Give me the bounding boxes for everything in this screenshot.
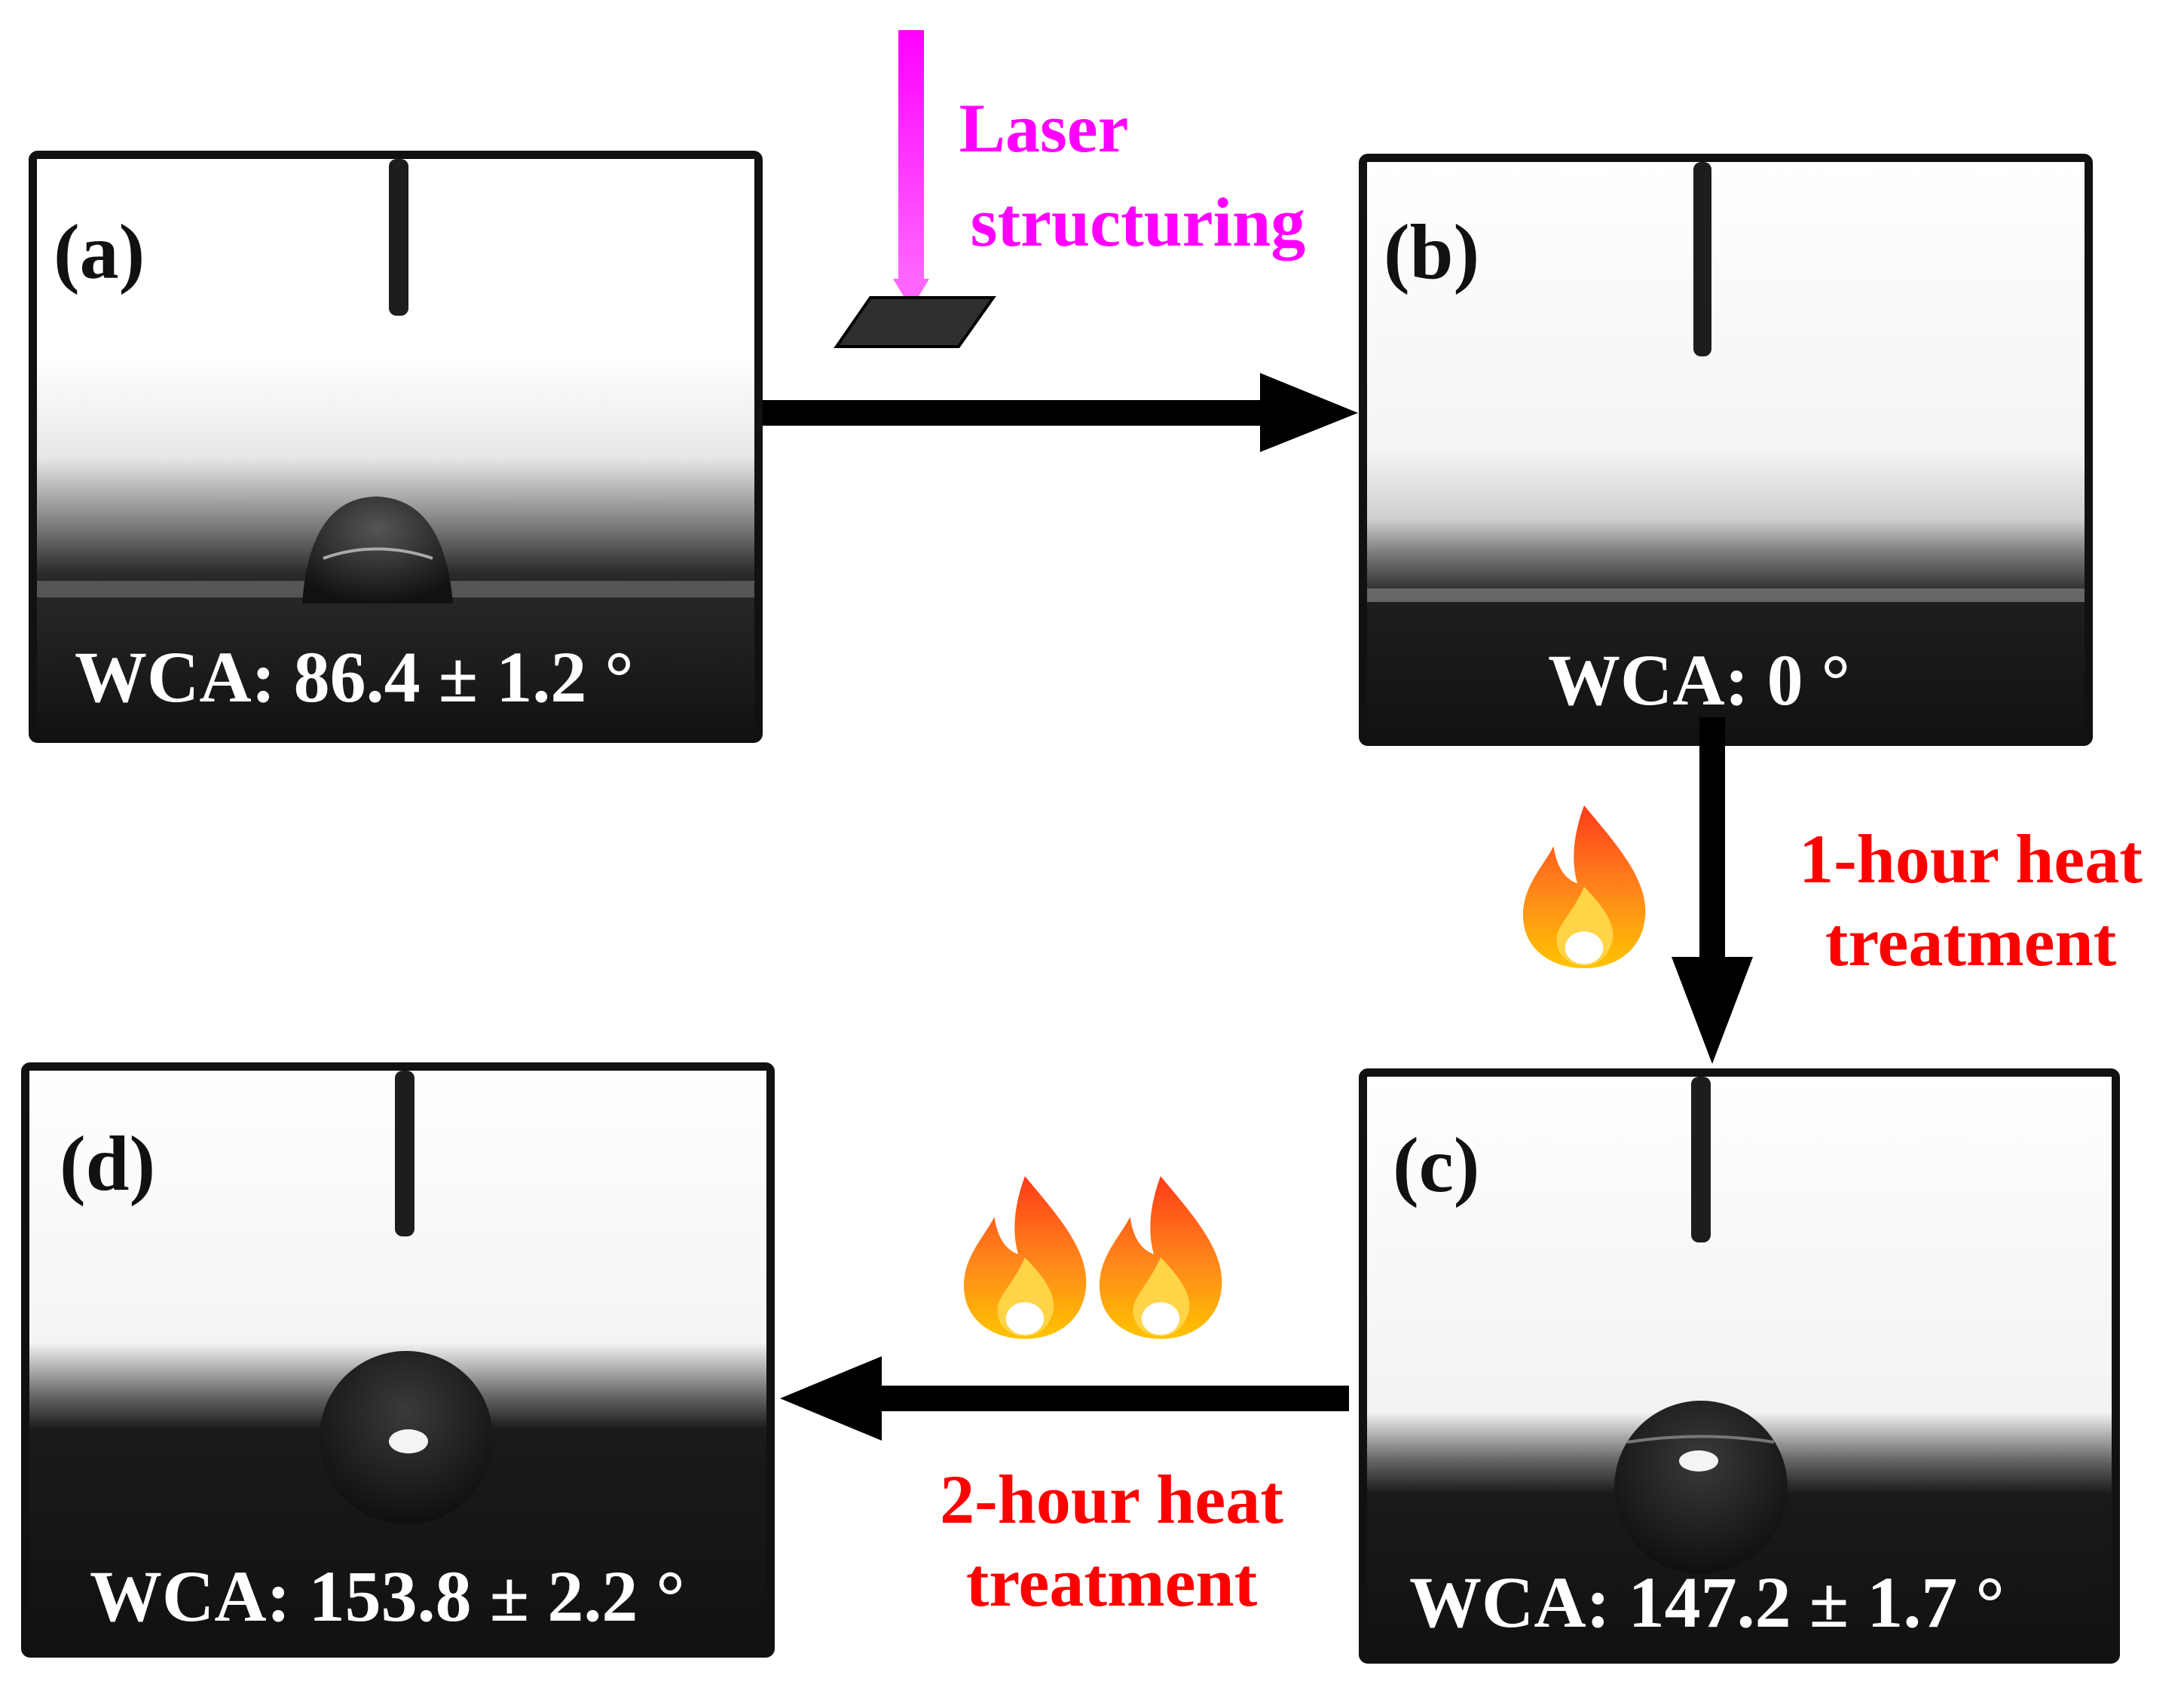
arrow-a-to-b <box>763 373 1358 452</box>
sample-plate-icon <box>834 296 996 348</box>
panel-label-a: (a) <box>54 209 145 295</box>
panel-b: (b) WCA: 0 ° <box>1359 154 2093 746</box>
panel-a-photo <box>37 159 754 735</box>
laser-step-label: Laser <box>946 87 1142 170</box>
panel-d-photo <box>29 1071 766 1649</box>
heat1-step-label: 1-hour heat treatment <box>1760 818 2182 984</box>
laser-step-line2: structuring <box>970 184 1306 261</box>
arrow-b-to-c <box>1672 717 1753 1064</box>
needle <box>1693 162 1711 356</box>
panel-d: (d) WCA: 153.8 ± 2.2 ° <box>21 1062 775 1658</box>
arrow-c-to-d <box>780 1356 1349 1441</box>
needle <box>1691 1077 1711 1242</box>
wca-value-d: WCA: 153.8 ± 2.2 ° <box>90 1556 685 1637</box>
panel-label-c: (c) <box>1393 1122 1480 1209</box>
laser-step-line1: Laser <box>959 90 1129 167</box>
wca-value-a: WCA: 86.4 ± 1.2 ° <box>75 637 634 717</box>
flame-icon <box>1099 1176 1222 1339</box>
flame-icon <box>1522 805 1646 968</box>
laser-step-label-2: structuring <box>934 181 1341 264</box>
heat1-step-line2: treatment <box>1825 903 2117 981</box>
heat2-step-line2: treatment <box>965 1544 1258 1621</box>
panel-c-photo <box>1367 1077 2112 1655</box>
panel-label-d: (d) <box>60 1120 156 1207</box>
panel-c: (c) WCA: 147.2 ± 1.7 ° <box>1359 1068 2120 1664</box>
flame-icon <box>963 1176 1087 1339</box>
panel-b-photo <box>1367 162 2085 738</box>
water-droplet <box>1614 1401 1788 1574</box>
wca-value-b: WCA: 0 ° <box>1548 640 1851 720</box>
panel-label-b: (b) <box>1384 209 1480 295</box>
heat2-step-label: 2-hour heat treatment <box>901 1458 1323 1624</box>
laser-beam-icon <box>893 30 929 309</box>
panel-a: (a) WCA: 86.4 ± 1.2 ° <box>29 151 763 743</box>
needle <box>389 159 408 316</box>
heat1-step-line1: 1-hour heat <box>1799 821 2143 897</box>
heat2-step-line1: 2-hour heat <box>940 1461 1283 1538</box>
needle <box>395 1071 414 1236</box>
wca-value-c: WCA: 147.2 ± 1.7 ° <box>1409 1562 2005 1643</box>
